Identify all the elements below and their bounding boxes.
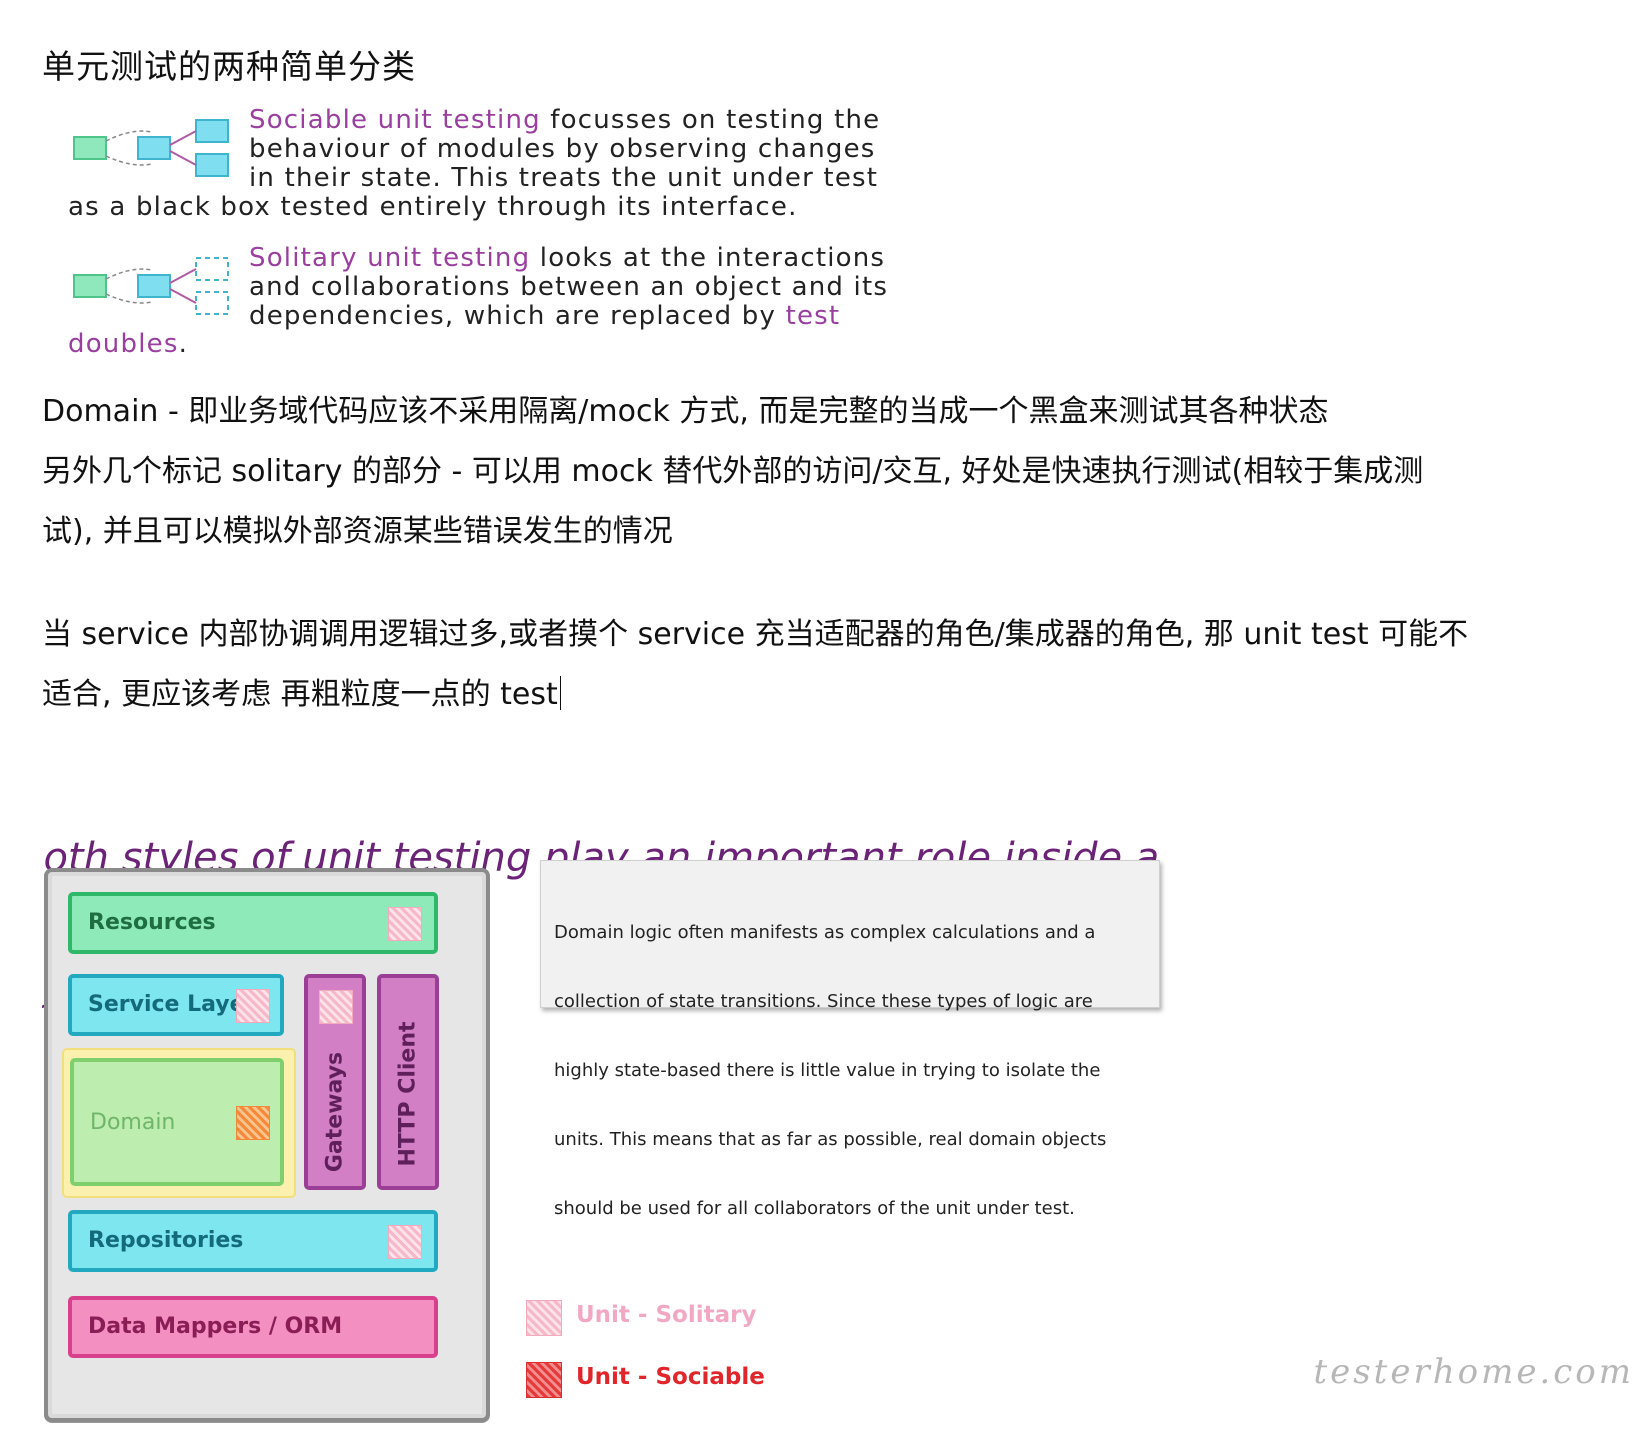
sociable-illustration: [73, 119, 229, 177]
note-line-2: collection of state transitions. Since t…: [554, 991, 1093, 1012]
legend-sociable-label: Unit - Sociable: [576, 1364, 765, 1390]
sociable-term: Sociable unit testing: [249, 105, 541, 135]
gateways-block: Gateways: [304, 974, 366, 1190]
legend-sociable-swatch: [526, 1362, 562, 1398]
domain-wrapper: Domain: [62, 1048, 296, 1198]
resources-block: Resources: [68, 892, 438, 954]
solitary-line-3: dependencies, which are replaced by test: [249, 302, 840, 331]
paragraph-service-1: 当 service 内部协调调用逻辑过多,或者摸个 service 充当适配器的…: [42, 617, 1469, 652]
solitary-line-3-lead: dependencies, which are replaced by: [249, 301, 786, 331]
http-client-label: HTTP Client: [395, 1021, 421, 1167]
solitary-line-4-end: .: [178, 329, 189, 359]
domain-block: Domain: [70, 1058, 284, 1186]
solitary-marker-gateways: [319, 990, 353, 1024]
sociable-line-3: in their state. This treats the unit und…: [249, 163, 879, 193]
solitary-doubles-term: doubles: [68, 329, 179, 359]
domain-note-text: Domain logic often manifests as complex …: [554, 875, 1106, 1266]
text-cursor: [559, 676, 561, 710]
data-mappers-block: Data Mappers / ORM: [68, 1296, 438, 1358]
microservice-diagram: Resources Service Layer Domain Gateways …: [44, 868, 490, 1422]
service-layer-block: Service Layer: [68, 974, 284, 1036]
legend-solitary-swatch: [526, 1300, 562, 1336]
paragraph-solitary-1: 另外几个标记 solitary 的部分 - 可以用 mock 替代外部的访问/交…: [42, 454, 1424, 489]
data-mappers-label: Data Mappers / ORM: [88, 1314, 343, 1339]
solitary-line-2: and collaborations between an object and…: [249, 272, 889, 302]
solitary-line-4: doubles.: [68, 330, 188, 359]
note-line-1: Domain logic often manifests as complex …: [554, 922, 1096, 943]
solitary-marker-repositories: [388, 1225, 422, 1259]
sociable-line-2: behaviour of modules by observing change…: [249, 134, 876, 164]
legend-solitary-label: Unit - Solitary: [576, 1302, 757, 1328]
paragraph-domain: Domain - 即业务域代码应该不采用隔离/mock 方式, 而是完整的当成一…: [42, 394, 1329, 429]
sociable-marker-domain: [236, 1106, 270, 1140]
solitary-illustration: [73, 257, 229, 315]
note-line-3: highly state-based there is little value…: [554, 1060, 1101, 1081]
watermark: testerhome.com: [1313, 1352, 1634, 1392]
paragraph-solitary-2: 试), 并且可以模拟外部资源某些错误发生的情况: [42, 514, 673, 549]
service-layer-label: Service Layer: [88, 992, 256, 1017]
resources-label: Resources: [88, 910, 216, 935]
solitary-line-1: Solitary unit testing looks at the inter…: [249, 244, 885, 273]
http-client-block: HTTP Client: [377, 974, 439, 1190]
solitary-line-1-rest: looks at the interactions: [530, 243, 886, 273]
note-line-5: should be used for all collaborators of …: [554, 1198, 1075, 1219]
sociable-line-1-rest: focusses on testing the: [540, 105, 881, 135]
paragraph-service-2[interactable]: 适合, 更应该考虑 再粗粒度一点的 test: [42, 665, 561, 725]
repositories-block: Repositories: [68, 1210, 438, 1272]
solitary-term: Solitary unit testing: [249, 243, 531, 273]
solitary-marker-resources: [388, 907, 422, 941]
domain-note: Domain logic often manifests as complex …: [540, 860, 1160, 1219]
sociable-line-4: as a black box tested entirely through i…: [68, 192, 798, 222]
solitary-test-term: test: [785, 301, 841, 331]
paragraph-service-2-text: 适合, 更应该考虑 再粗粒度一点的 test: [42, 677, 558, 712]
note-line-4: units. This means that as far as possibl…: [554, 1129, 1107, 1150]
repositories-label: Repositories: [88, 1228, 244, 1253]
domain-label: Domain: [90, 1110, 176, 1135]
gateways-label: Gateways: [322, 1051, 348, 1173]
solitary-marker-service-layer: [236, 989, 270, 1023]
page-heading: 单元测试的两种简单分类: [42, 47, 416, 86]
sociable-line-1: Sociable unit testing focusses on testin…: [249, 106, 880, 135]
